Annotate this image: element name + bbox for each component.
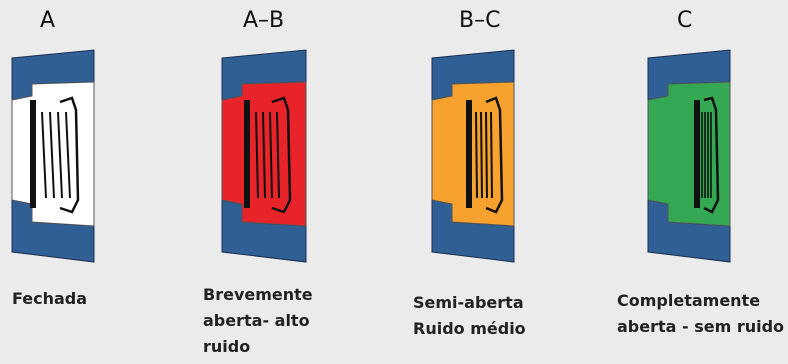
stage-c-label: C (677, 8, 693, 33)
caption-line: Ruido médio (413, 319, 526, 338)
caption-line: Fechada (12, 289, 88, 308)
valve-disc (466, 100, 472, 208)
caption-line: aberta- alto (203, 311, 310, 330)
stage-ab-caption: Brevemente aberta- alto ruido (203, 282, 313, 360)
valve-body (431, 49, 515, 263)
valve-spring (41, 111, 71, 199)
stage-c-caption: Completamente aberta - sem ruido (617, 288, 784, 340)
valve-spring (255, 111, 280, 199)
caption-line: Semi-aberta (413, 293, 524, 312)
valve-body (647, 49, 731, 263)
flow-region (11, 81, 95, 227)
stage-a-caption: Fechada (12, 286, 87, 312)
flow-region (221, 81, 307, 227)
valve-guide (703, 96, 720, 214)
valve-guide (59, 96, 80, 214)
flow-region (431, 81, 515, 227)
caption-line: ruido (203, 337, 251, 356)
valve-guide (271, 96, 292, 214)
valve-body (11, 49, 95, 263)
valve-body (221, 49, 307, 263)
stage-ab-label: A–B (243, 8, 285, 33)
caption-line: Completamente (617, 291, 761, 310)
stage-a-label: A (40, 8, 56, 33)
stage-bc-caption: Semi-aberta Ruido médio (413, 290, 526, 342)
valve-spring (475, 111, 493, 199)
flow-region (647, 81, 731, 227)
caption-line: aberta - sem ruido (617, 317, 785, 336)
valve-disc (30, 100, 36, 208)
valve-disc (694, 100, 700, 208)
valve-guide (485, 96, 504, 214)
valve-spring (701, 112, 712, 198)
stage-bc-label: B–C (459, 8, 501, 33)
caption-line: Brevemente (203, 285, 313, 304)
valve-disc (244, 100, 250, 208)
